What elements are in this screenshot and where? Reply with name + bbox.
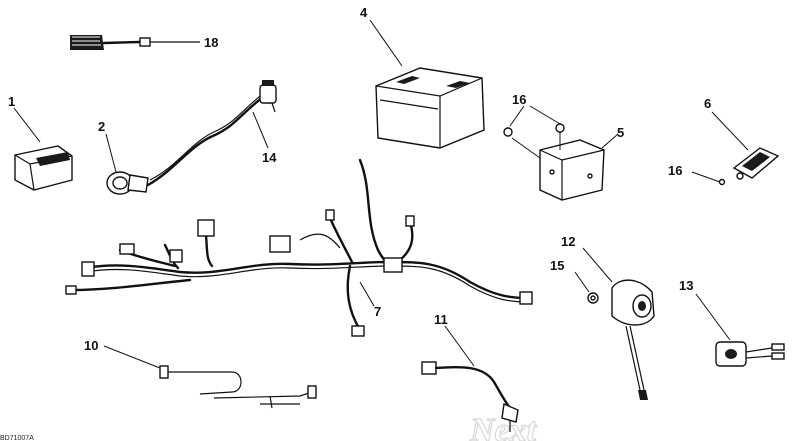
- part-15-nut[interactable]: [587, 292, 599, 304]
- callout-2: 2: [98, 119, 105, 134]
- callout-5: 5: [617, 125, 624, 140]
- callout-18: 18: [204, 35, 218, 50]
- part-18-fuse-wire[interactable]: [70, 35, 200, 50]
- part-5-regulator[interactable]: [539, 139, 605, 201]
- part-4-battery[interactable]: [375, 67, 485, 149]
- callout-6: 6: [704, 96, 711, 111]
- part-2-headlight-socket[interactable]: [106, 80, 277, 195]
- callout-4: 4: [360, 5, 368, 20]
- callout-10: 10: [84, 338, 98, 353]
- callout-12: 12: [561, 234, 575, 249]
- part-13-accessory-socket[interactable]: [715, 341, 785, 367]
- callout-14: 14: [262, 150, 277, 165]
- callout-11: 11: [434, 312, 448, 327]
- part-16-screw-a[interactable]: [503, 123, 565, 159]
- figure-id: BD71007A: [0, 435, 34, 441]
- part-7-main-harness[interactable]: [65, 158, 533, 337]
- part-10-ground-wire[interactable]: [159, 365, 317, 409]
- part-11-sensor-wire[interactable]: [421, 361, 519, 432]
- callout-16a: 16: [512, 92, 526, 107]
- callout-13: 13: [679, 278, 693, 293]
- callout-1: 1: [8, 94, 15, 109]
- callout-16b: 16: [668, 163, 682, 178]
- callout-7: 7: [374, 304, 381, 319]
- callout-15: 15: [550, 258, 564, 273]
- part-6-relay-bracket[interactable]: [718, 147, 780, 186]
- part-12-ignition-switch[interactable]: [611, 279, 655, 400]
- part-1-relay-cover[interactable]: [14, 145, 73, 191]
